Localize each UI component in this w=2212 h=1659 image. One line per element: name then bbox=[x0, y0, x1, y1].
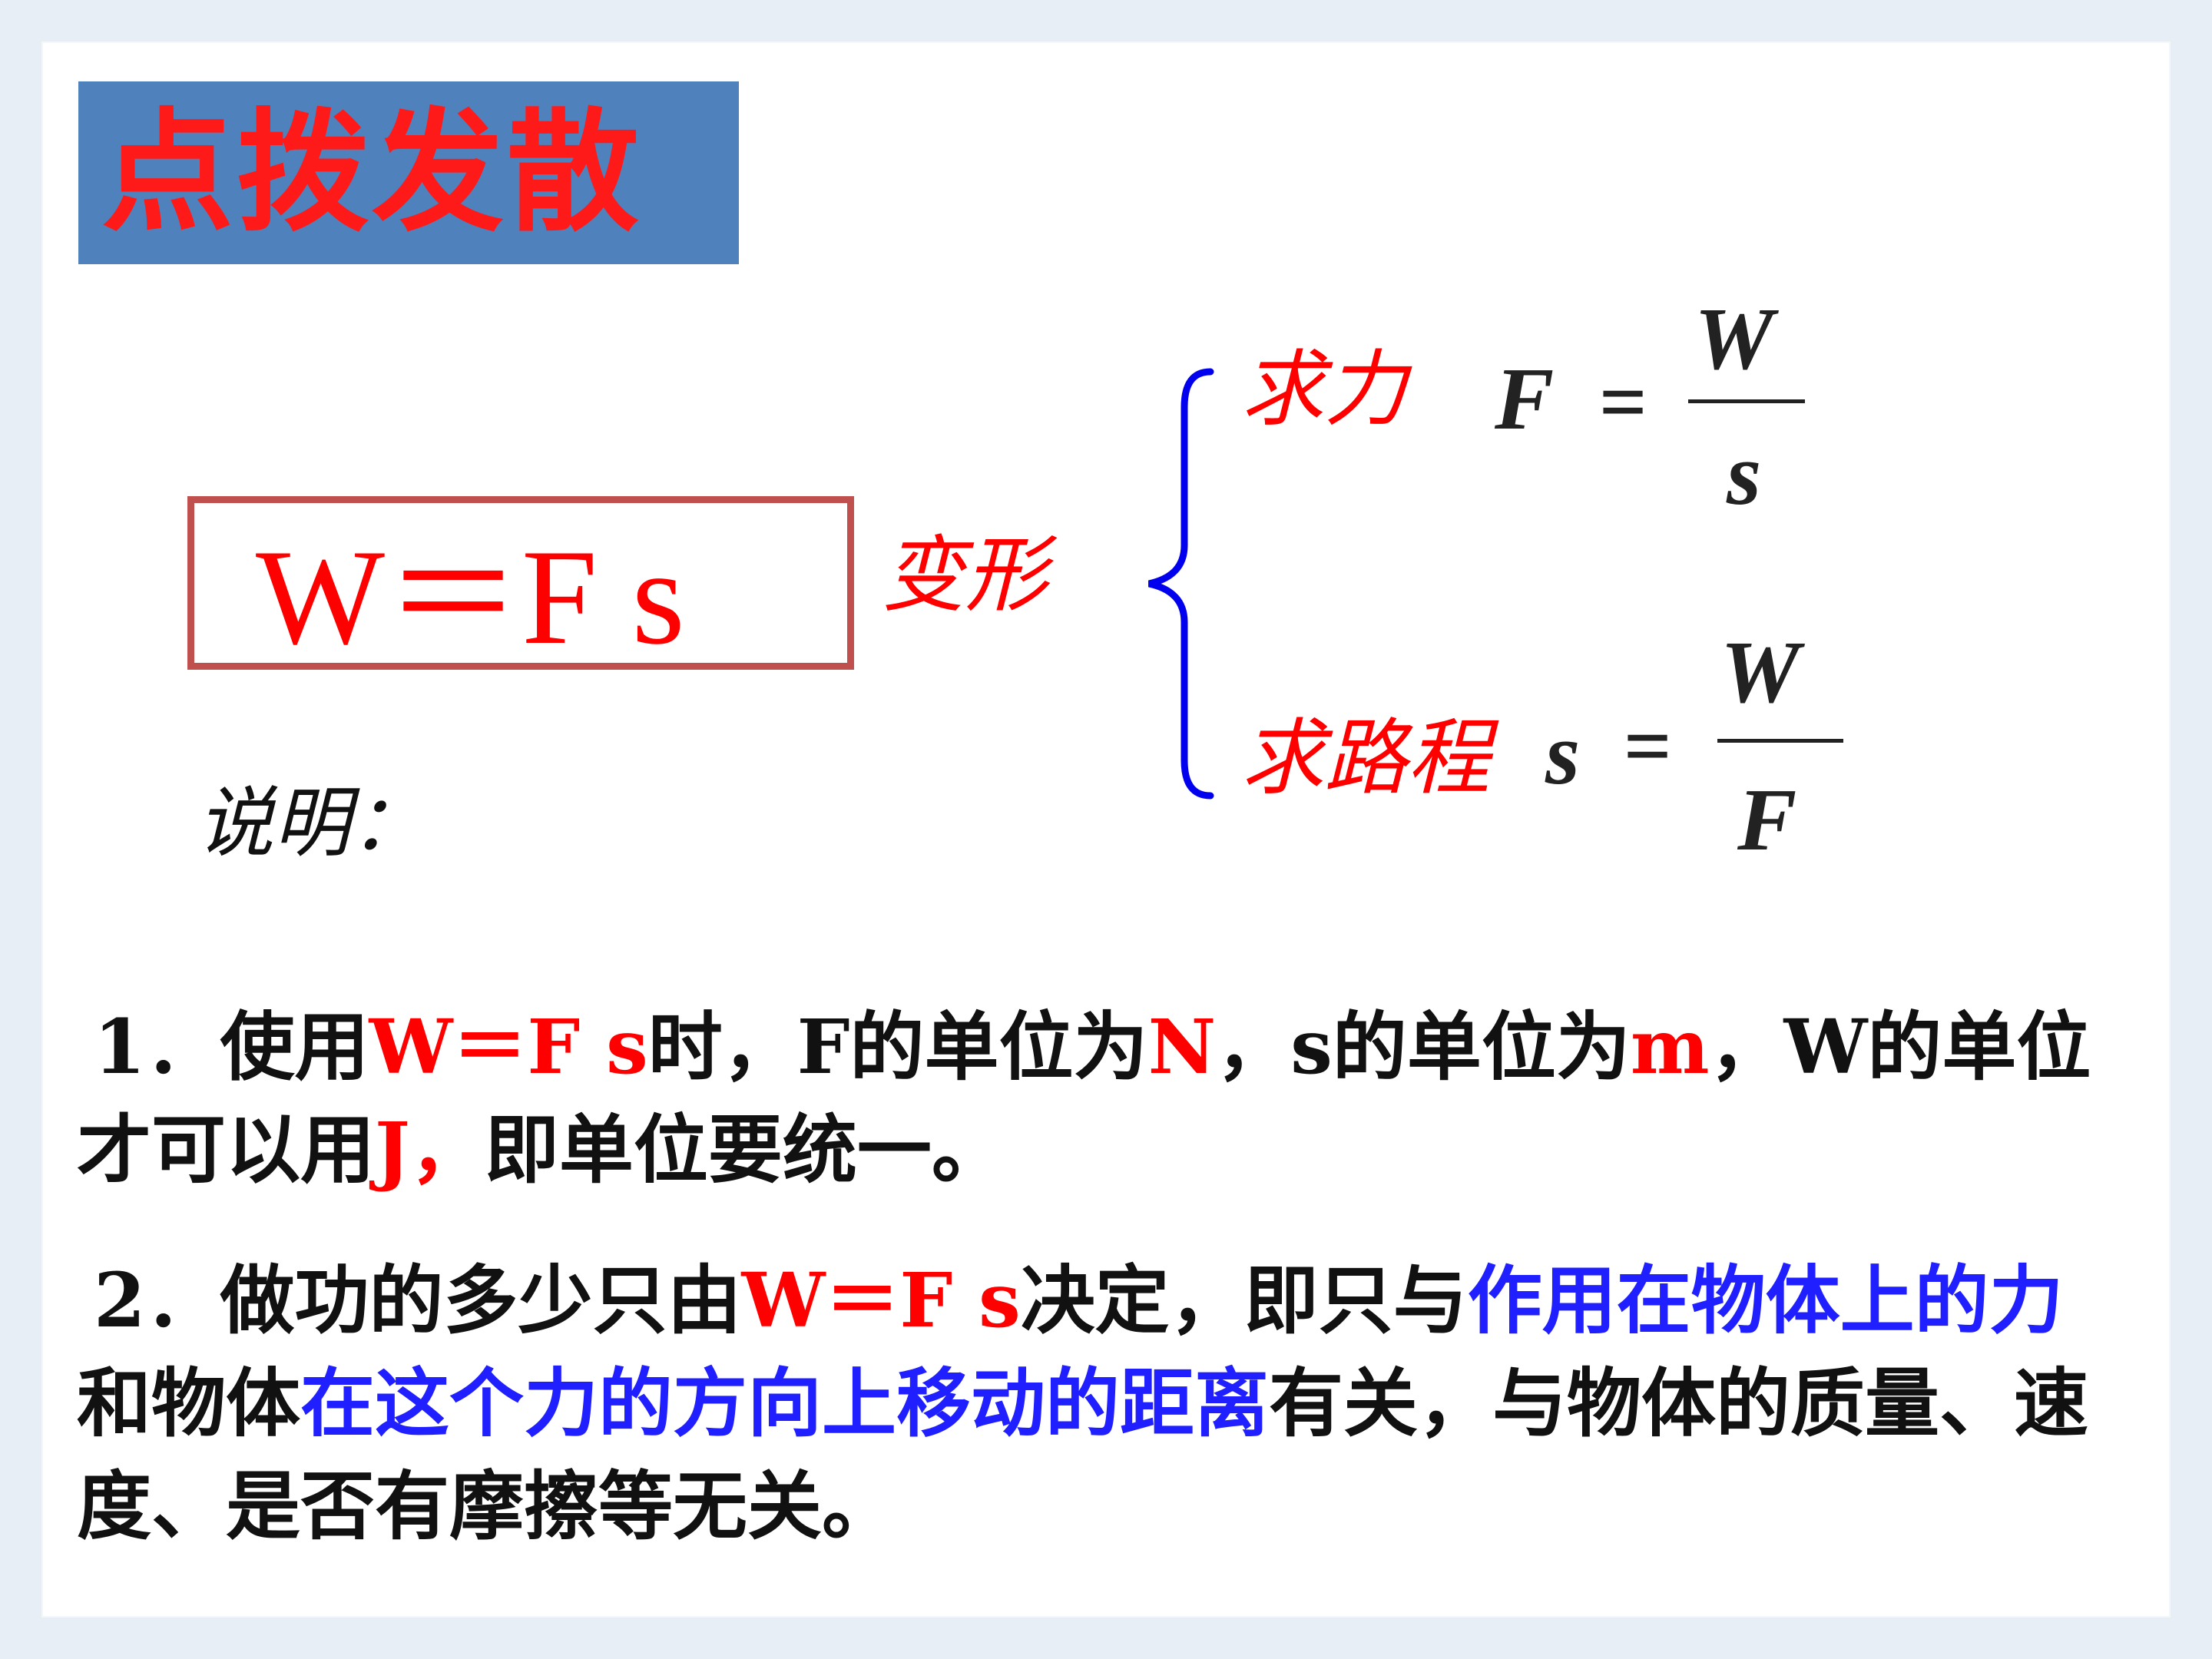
unit-joule: J， bbox=[375, 1106, 485, 1194]
distance-equation-numerator: W bbox=[1720, 624, 1800, 722]
unit-meter: m bbox=[1630, 1003, 1710, 1091]
force-equation-equals: = bbox=[1599, 355, 1647, 449]
notes-label: 说明： bbox=[197, 778, 427, 868]
force-fraction-line bbox=[1688, 399, 1805, 403]
p1-text-3: ，s的单位为 bbox=[1216, 1003, 1631, 1091]
formula-box: W＝F s bbox=[187, 496, 854, 670]
distance-fraction-line bbox=[1717, 739, 1843, 743]
distance-equation-denominator: F bbox=[1737, 771, 1797, 869]
note-paragraph-1: 1．使用W＝F s时，F的单位为N，s的单位为m，W的单位才可以用J，即单位要统… bbox=[77, 995, 2120, 1201]
note-paragraph-2: 2．做功的多少只由W＝F s决定，即只与作用在物体上的力和物体在这个力的方向上移… bbox=[77, 1249, 2120, 1558]
transform-label: 变形 bbox=[882, 528, 1048, 624]
unit-newton: N bbox=[1147, 1003, 1217, 1091]
distance-label: 求路程 bbox=[1241, 710, 1491, 806]
force-equation-denominator: s bbox=[1727, 426, 1762, 524]
slide bbox=[43, 43, 2169, 1616]
p2-text-4: 有关，与物体的质量、速度、是否有摩擦等无关。 bbox=[77, 1359, 2088, 1550]
p1-formula: W＝F s bbox=[369, 1003, 648, 1091]
p1-text-5: 即单位要统一。 bbox=[484, 1106, 1006, 1194]
brace-icon bbox=[1147, 368, 1214, 800]
distance-equation-equals: = bbox=[1624, 699, 1672, 793]
p2-text-1: 2．做功的多少只由 bbox=[94, 1257, 742, 1344]
p1-text-1: 1．使用 bbox=[94, 1003, 369, 1091]
work-formula: W＝F s bbox=[256, 521, 685, 673]
title-box: 点拨发散 bbox=[78, 81, 739, 264]
force-equation-numerator: W bbox=[1694, 290, 1774, 389]
p2-text-3: 和物体 bbox=[77, 1359, 300, 1447]
p2-highlight-force: 作用在物体上的力 bbox=[1467, 1257, 2064, 1344]
force-equation-lhs: F bbox=[1495, 350, 1555, 449]
distance-equation-lhs: s bbox=[1545, 705, 1581, 803]
p2-text-2: 决定，即只与 bbox=[1020, 1257, 1468, 1344]
p1-text-4: ，W的单位才可以用 bbox=[77, 1003, 2091, 1194]
p2-highlight-distance: 在这个力的方向上移动的距离 bbox=[300, 1359, 1269, 1447]
p1-text-2: 时，F的单位为 bbox=[647, 1003, 1148, 1091]
force-label: 求力 bbox=[1241, 342, 1408, 438]
slide-title: 点拨发散 bbox=[101, 94, 642, 250]
p2-formula: W＝F s bbox=[741, 1257, 1021, 1344]
